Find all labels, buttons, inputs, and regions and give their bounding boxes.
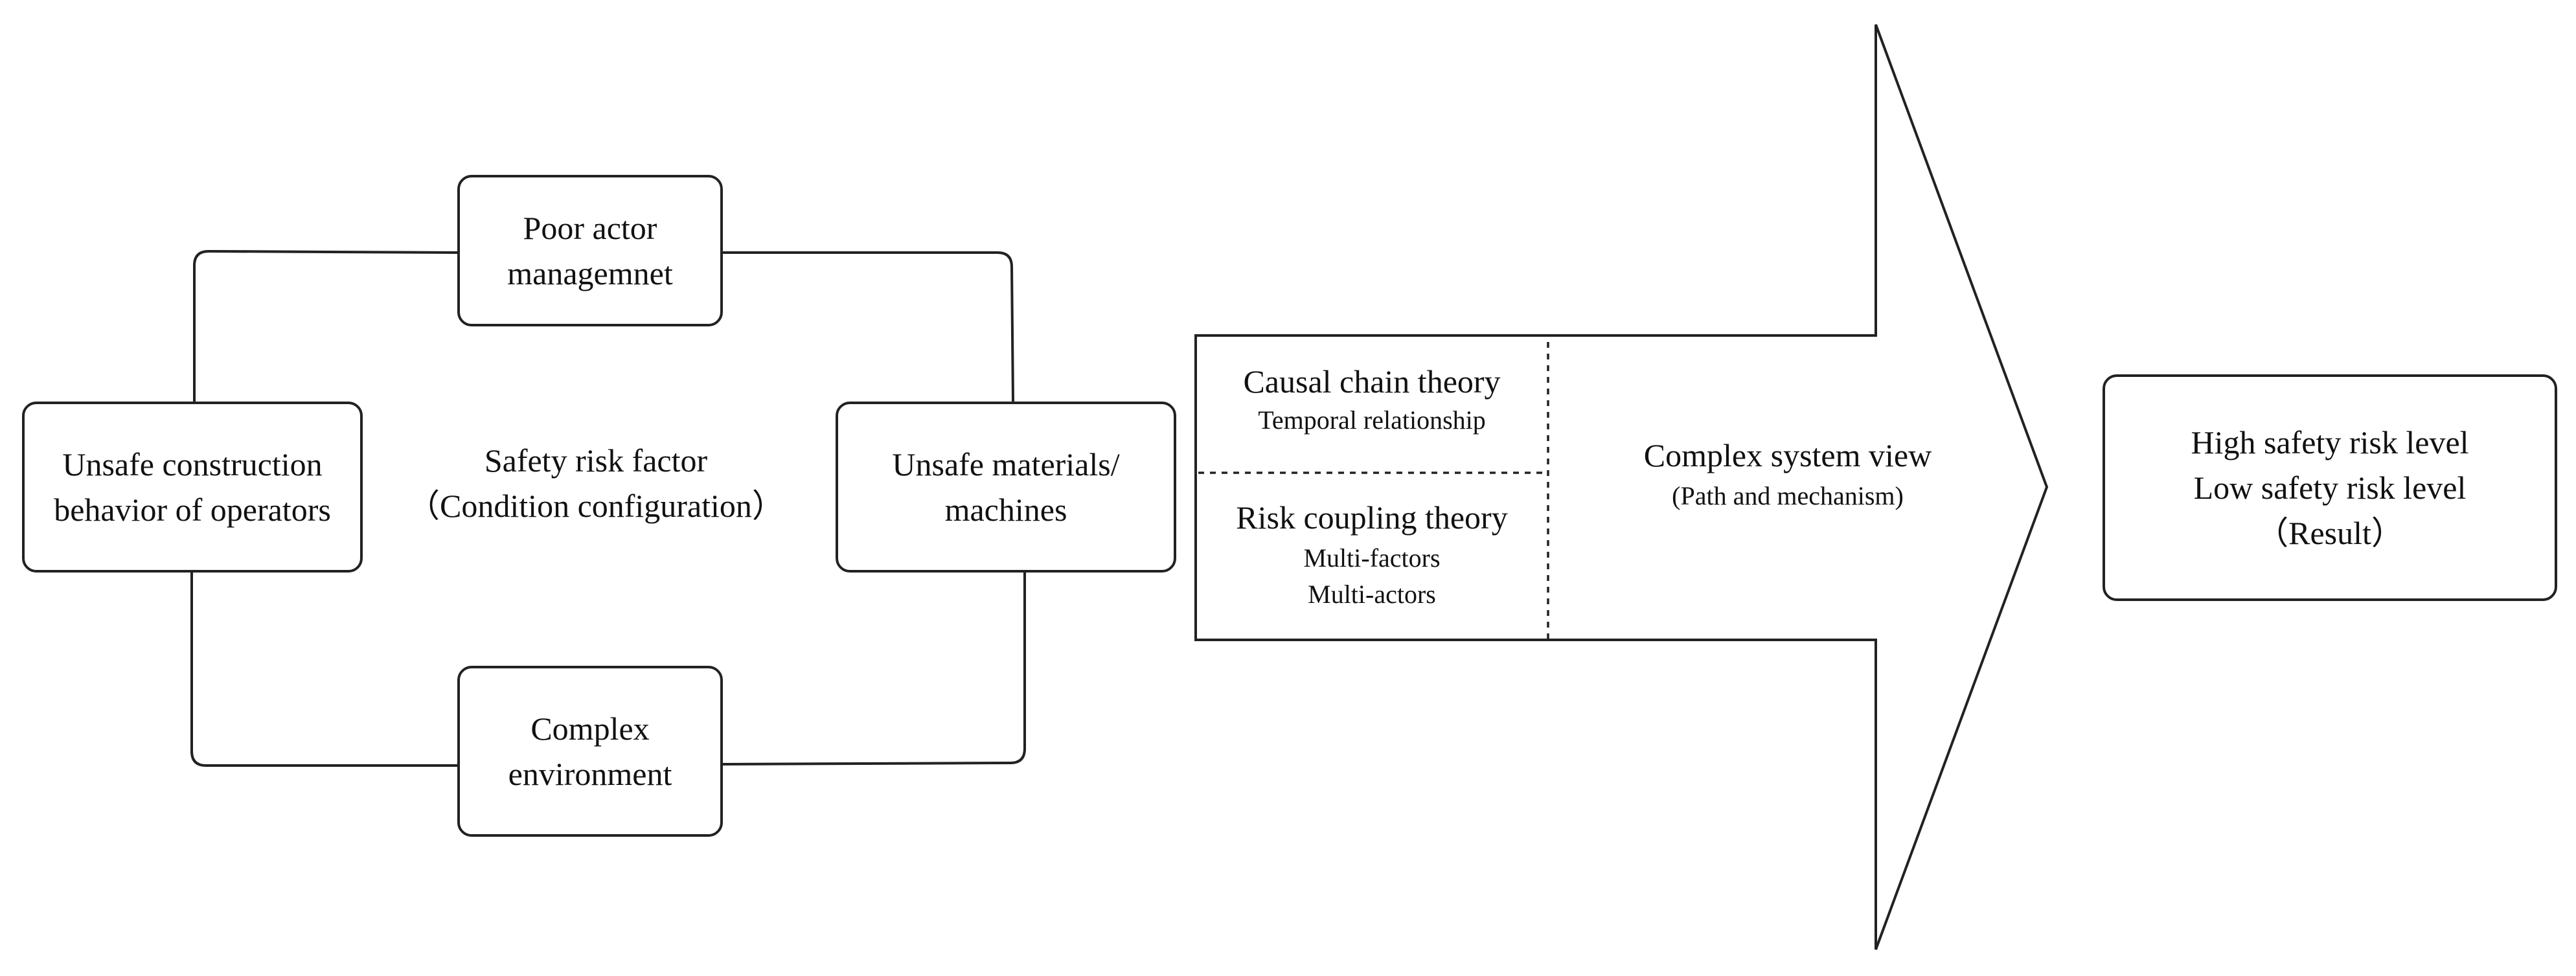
result-line3: （Result） (2256, 515, 2404, 551)
connector-bottom-left (190, 570, 459, 767)
result-line1: High safety risk level (2191, 424, 2469, 460)
connector-top-left (193, 250, 459, 403)
box-complex-environment: Complex environment (457, 666, 723, 837)
connector-bottom-right (720, 570, 1026, 766)
complex-system-title: Complex system view (1643, 437, 1932, 473)
complex-system-block: Complex system view (Path and mechanism) (1555, 433, 2021, 514)
box-bottom-line2: environment (508, 756, 672, 792)
box-left-line1: Unsafe construction (62, 446, 323, 482)
center-label: Safety risk factor （Condition configurat… (389, 438, 803, 528)
big-arrow (1194, 24, 2049, 950)
causal-chain-block: Causal chain theory Temporal relationshi… (1198, 359, 1545, 437)
box-left-line2: behavior of operators (54, 492, 331, 528)
box-poor-actor-management: Poor actor managemnet (457, 175, 723, 326)
box-top-line1: Poor actor (523, 210, 657, 246)
box-unsafe-construction-behavior: Unsafe construction behavior of operator… (22, 402, 363, 573)
center-title: Safety risk factor (484, 442, 708, 479)
causal-chain-title: Causal chain theory (1243, 363, 1501, 400)
box-right-line2: machines (944, 492, 1067, 528)
connector-top-right (720, 251, 1014, 403)
box-result: High safety risk level Low safety risk l… (2103, 374, 2557, 601)
risk-coupling-sub1: Multi-factors (1303, 543, 1441, 573)
box-top-line2: managemnet (507, 255, 673, 291)
causal-chain-sub: Temporal relationship (1258, 405, 1486, 435)
center-subtitle: （Condition configuration） (407, 488, 784, 524)
risk-coupling-block: Risk coupling theory Multi-factors Multi… (1198, 495, 1545, 613)
risk-coupling-title: Risk coupling theory (1236, 499, 1508, 536)
result-line2: Low safety risk level (2193, 470, 2467, 506)
box-bottom-line1: Complex (530, 710, 650, 747)
risk-coupling-sub2: Multi-actors (1308, 580, 1436, 609)
box-right-line1: Unsafe materials/ (892, 446, 1120, 482)
box-unsafe-materials-machines: Unsafe materials/ machines (836, 402, 1176, 573)
complex-system-sub: (Path and mechanism) (1672, 481, 1904, 510)
